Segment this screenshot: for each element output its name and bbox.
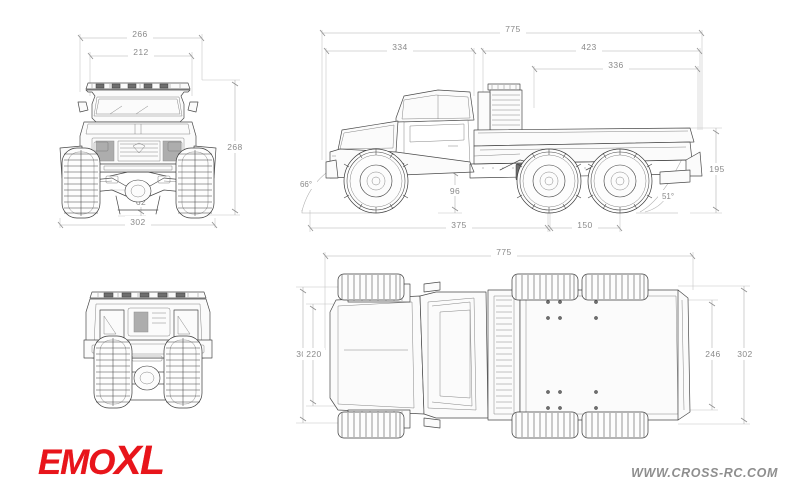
angle-label: 51°: [662, 192, 674, 201]
dim-label: 246: [705, 349, 720, 359]
top-truck-body: [329, 281, 691, 429]
side-tyre-mid: [516, 148, 582, 214]
dim-label: 96: [450, 186, 460, 196]
dim-label: 150: [577, 220, 592, 230]
rear-tyre-right: [163, 335, 203, 409]
side-dim-775: 775: [319, 23, 705, 160]
top-tyres: [337, 273, 649, 439]
brand-logo: EMOXL: [38, 437, 165, 483]
dim-label: 302: [737, 349, 752, 359]
dim-label: 302: [130, 217, 145, 227]
front-dim-266: 266: [77, 28, 205, 92]
front-dim-212: 212: [87, 46, 195, 96]
side-dim-336: 336: [531, 59, 701, 130]
dim-label: 220: [306, 349, 321, 359]
dim-label: 195: [709, 164, 724, 174]
front-tyre-right: [175, 147, 215, 219]
front-tyre-left: [61, 147, 101, 219]
dim-label: 375: [451, 220, 466, 230]
logo-text-group: EMOXL: [38, 437, 165, 483]
website-url[interactable]: WWW.CROSS-RC.COM: [631, 466, 778, 480]
top-view: 775 302 220: [293, 246, 756, 439]
dim-label: 423: [581, 42, 596, 52]
logo-emo: EMO: [38, 443, 115, 482]
side-dim-195: 195: [690, 127, 728, 214]
front-axle-assembly: [91, 171, 185, 215]
website-text[interactable]: WWW.CROSS-RC.COM: [631, 466, 778, 480]
top-dim-775: 775: [322, 246, 696, 350]
side-dim-375: 375: [307, 210, 551, 232]
side-dim-423: 423: [480, 41, 703, 130]
dim-label: 212: [133, 47, 148, 57]
dim-label: 266: [132, 29, 147, 39]
side-dim-150: 150: [547, 210, 623, 232]
dim-label: 336: [608, 60, 623, 70]
top-dim-220-left: 220: [303, 303, 345, 407]
rear-view: [83, 291, 213, 409]
side-angle-51: 51°: [636, 154, 685, 214]
front-dim-268: 268: [195, 79, 247, 216]
angle-label: 66°: [300, 180, 312, 189]
logo-xl: XL: [114, 437, 165, 483]
dim-label: 334: [392, 42, 407, 52]
side-view: 775 334 423: [295, 23, 728, 232]
dim-label: 268: [227, 142, 242, 152]
top-dim-302-right: 302: [678, 285, 756, 425]
dim-label: 775: [496, 247, 511, 257]
dim-label: 775: [505, 24, 520, 34]
front-dim-302: 302: [57, 216, 218, 229]
side-dim-334: 334: [323, 41, 477, 170]
side-tyre-rear: [587, 148, 653, 214]
rear-tyre-left: [93, 335, 133, 409]
front-view: 266 212 268: [57, 28, 247, 229]
side-tyre-front: [343, 148, 409, 214]
